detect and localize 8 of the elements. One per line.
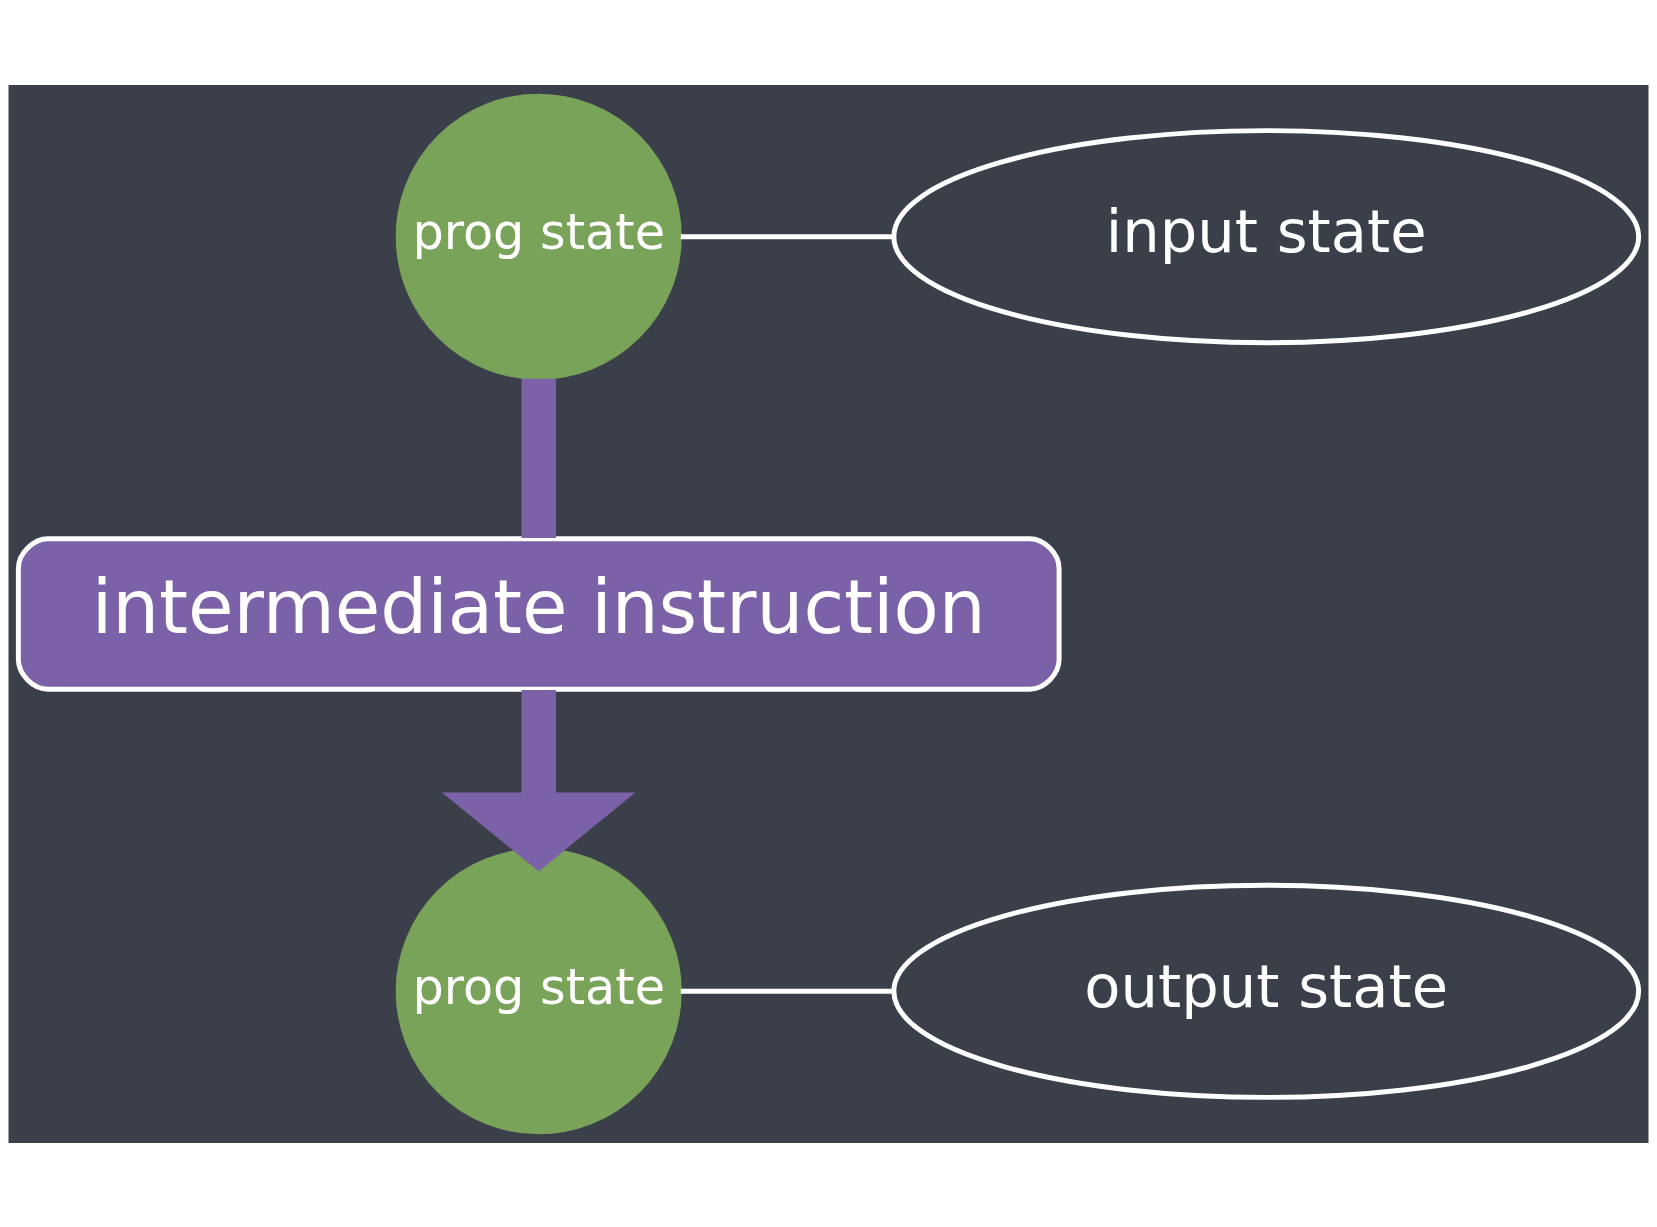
node-ellipse: output state — [891, 882, 1642, 1100]
node-ellipse: input state — [891, 127, 1642, 345]
connector — [680, 233, 894, 239]
connector — [521, 378, 556, 538]
arrow — [441, 689, 636, 871]
node-box: intermediate instruction — [15, 535, 1062, 692]
node-circle: prog state — [395, 93, 682, 380]
connector — [680, 988, 894, 994]
